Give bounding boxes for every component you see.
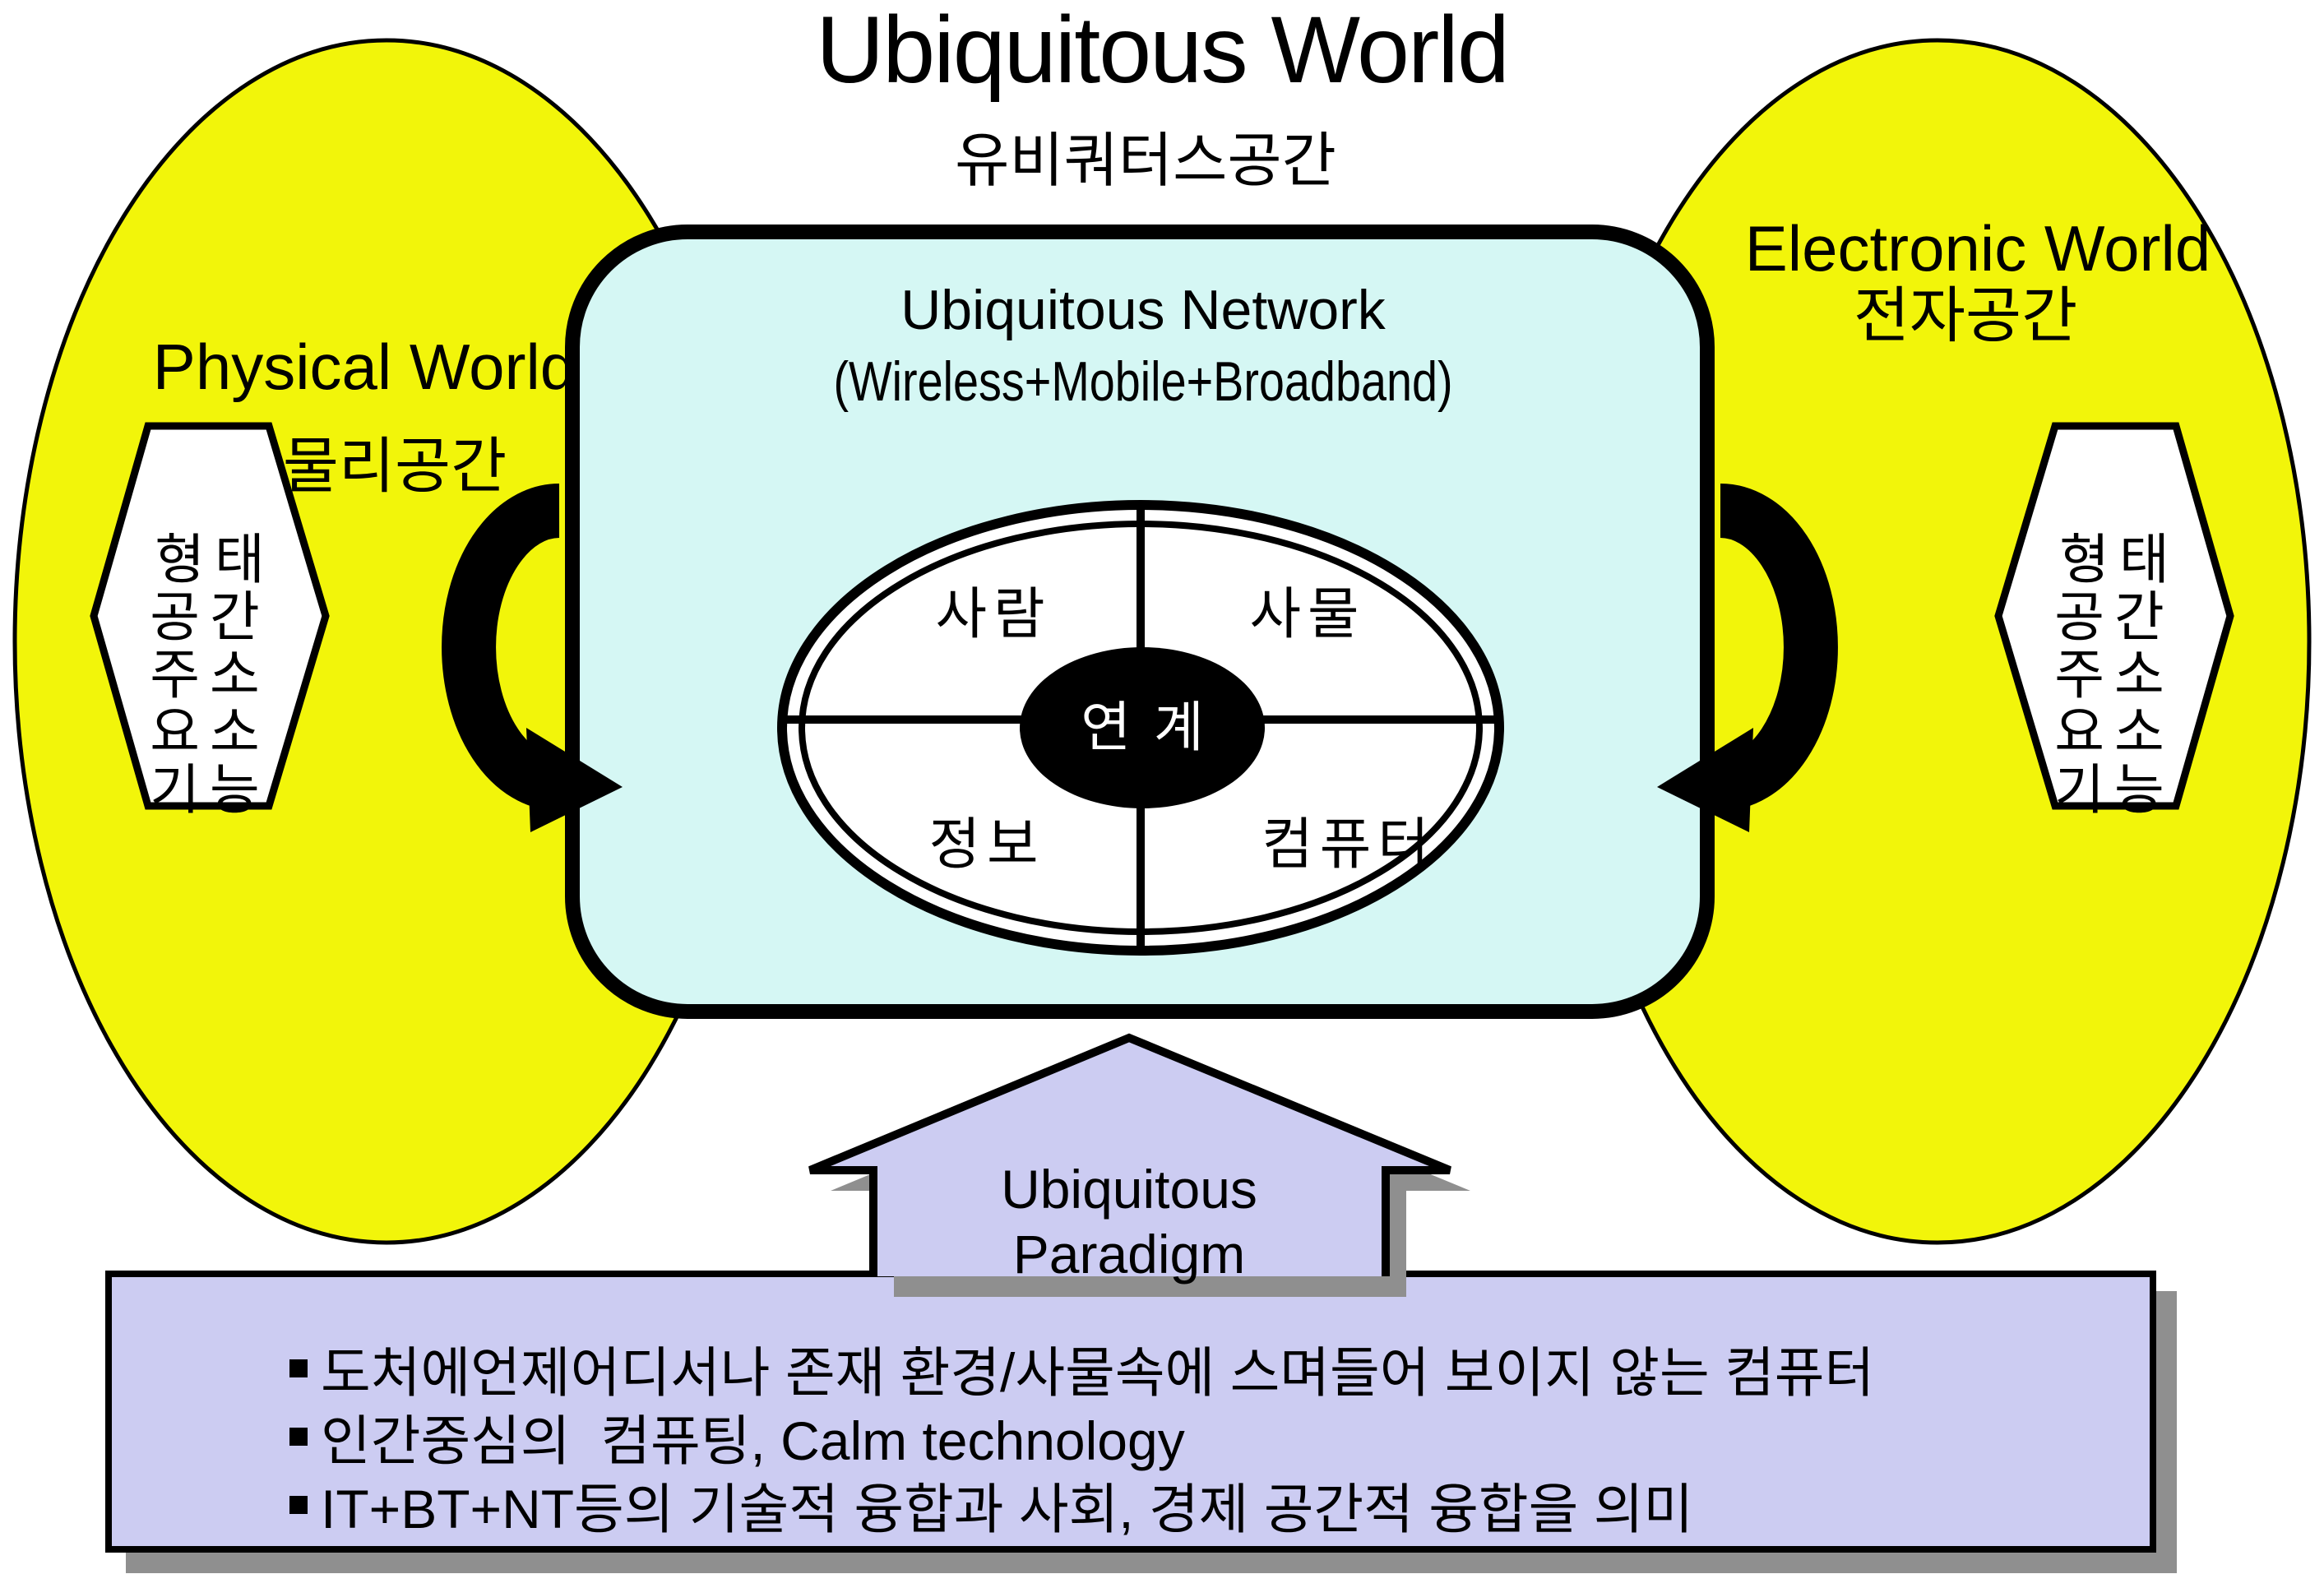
physical-world-label-en: Physical World (152, 331, 576, 403)
description-item: 인간중심의 컴퓨팅, Calm technology (289, 1402, 1874, 1471)
description-text-2: 인간중심의 컴퓨팅, Calm technology (321, 1410, 1185, 1471)
page-subtitle: 유비쿼터스공간 (955, 128, 1336, 194)
physical-hexagon (90, 422, 330, 810)
quadrant-label-computer: 컴퓨터 (1262, 813, 1436, 876)
paradigm-arrow (808, 1033, 1451, 1276)
description-item: IT+BT+NT등의 기술적 융합과 사회, 경제 공간적 융합을 의미 (289, 1470, 1874, 1539)
quadrant-label-things: 사물 (1249, 583, 1366, 646)
link-label: 연계 (1081, 697, 1227, 757)
bullet-square-icon (289, 1495, 308, 1514)
electronic-hexagon-label: 형태 공간 주소 요소 기능 (2054, 529, 2179, 820)
description-box (105, 1271, 2156, 1553)
quadrant-label-information: 정보 (928, 813, 1045, 876)
electronic-world-label-ko: 전자공간 (1853, 281, 2078, 350)
curved-arrow-left (442, 484, 623, 832)
physical-world-label-ko: 물리공간 (282, 432, 507, 500)
electronic-hexagon (1994, 422, 2234, 810)
description-item: 도처에언제어디서나 존재 환경/사물속에 스며들어 보이지 않는 컴퓨터 (289, 1334, 1874, 1403)
bullet-square-icon (289, 1427, 308, 1446)
curved-arrow-right (1657, 484, 1838, 832)
network-subtitle: (Wireless+Mobile+Broadband) (833, 350, 1453, 413)
description-text-1: 도처에언제어디서나 존재 환경/사물속에 스며들어 보이지 않는 컴퓨터 (321, 1341, 1875, 1403)
network-title: Ubiquitous Network (900, 279, 1386, 341)
link-ellipse (1020, 647, 1265, 808)
paradigm-arrow-label: Ubiquitous Paradigm (1001, 1159, 1257, 1285)
bullet-square-icon (289, 1359, 308, 1377)
electronic-world-label-en: Electronic World (1744, 212, 2211, 285)
quadrant-label-people: 사람 (935, 583, 1052, 646)
description-text-3: IT+BT+NT등의 기술적 융합과 사회, 경제 공간적 융합을 의미 (321, 1478, 1694, 1539)
page-title: Ubiquitous World (816, 0, 1510, 103)
description-list: 도처에언제어디서나 존재 환경/사물속에 스며들어 보이지 않는 컴퓨터 인간중… (289, 1334, 1874, 1539)
physical-hexagon-label: 형태 공간 주소 요소 기능 (150, 529, 275, 820)
